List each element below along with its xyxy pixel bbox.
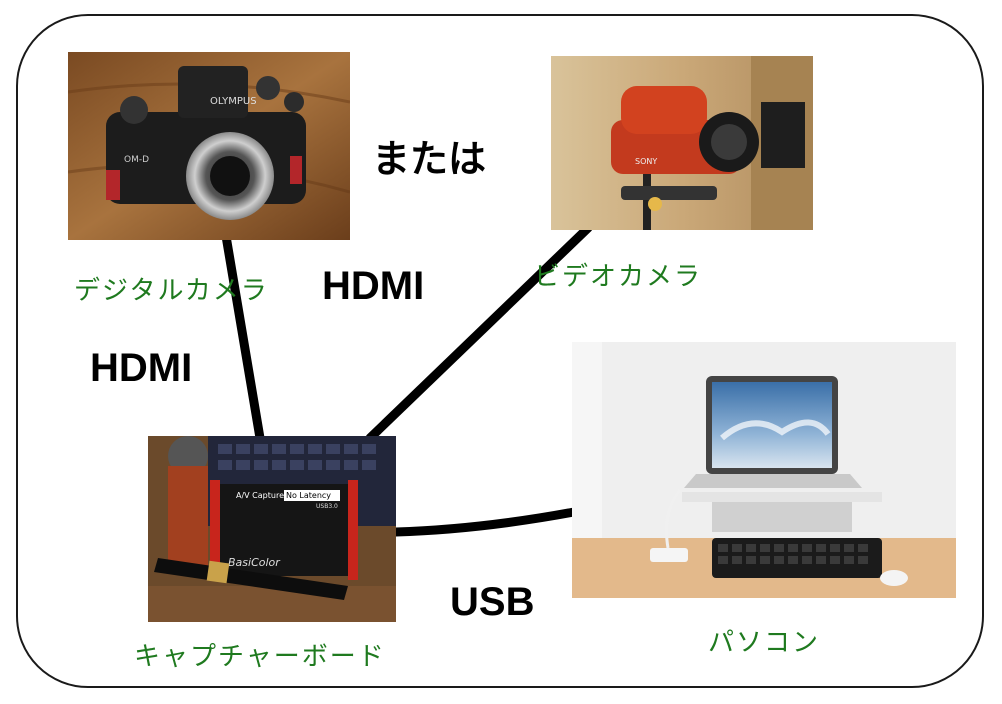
video-to-capture-cable [365, 223, 593, 443]
video-camera-photo: SONY [551, 56, 813, 230]
video-brand-text: SONY [635, 157, 657, 166]
hdmi-camera-label: HDMI [90, 346, 193, 390]
capture-board-label: キャプチャーボード [134, 642, 386, 672]
capture-line3-text: USB3.0 [316, 503, 338, 510]
capture-line1-text: A/V Capture [236, 491, 284, 500]
capture-board-photo: A/V Capture No Latency USB3.0 BasiColor [148, 436, 396, 622]
digital-camera-label: デジタルカメラ [74, 276, 269, 306]
hdmi-video-label: HDMI [322, 264, 425, 308]
capture-line2-text: No Latency [286, 491, 331, 500]
digital-camera-photo: OLYMPUS OM-D [68, 52, 350, 240]
capture-brand-text: BasiColor [228, 556, 281, 569]
pc-label: パソコン [708, 628, 821, 658]
camera-model-text: OM-D [124, 155, 149, 165]
camera-brand-text: OLYMPUS [210, 96, 257, 107]
camera-to-capture-cable [221, 231, 265, 443]
pc-photo [572, 342, 956, 598]
capture-to-pc-cable [391, 507, 579, 537]
or-text: または [372, 137, 487, 181]
usb-label: USB [450, 580, 535, 624]
video-camera-label: ビデオカメラ [534, 262, 703, 292]
